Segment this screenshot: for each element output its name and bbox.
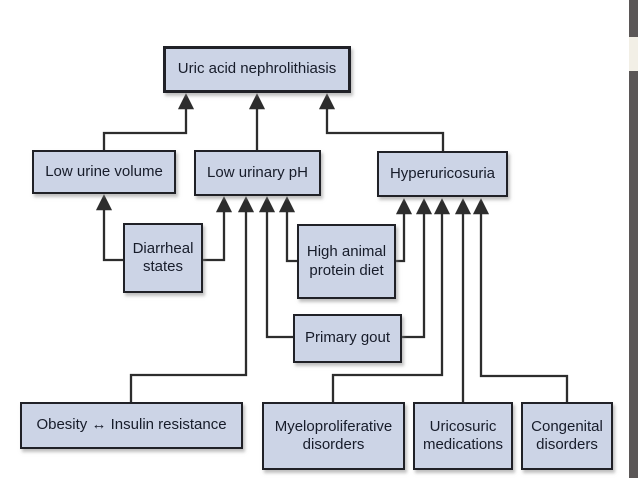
edge-diarrheal-to-low-urinary-ph bbox=[203, 196, 233, 262]
edge-primary-gout-to-hyperuricosuria bbox=[402, 198, 433, 339]
node-label: Congenital disorders bbox=[531, 417, 603, 453]
scrollbar-track[interactable] bbox=[629, 0, 638, 478]
node-low-urine-volume: Low urine volume bbox=[32, 150, 176, 194]
node-low-urinary-ph: Low urinary pH bbox=[194, 150, 321, 196]
scrollbar-thumb[interactable] bbox=[629, 37, 638, 71]
node-diarrheal-states: Diarrheal states bbox=[123, 223, 203, 293]
node-label: Hyperuricosuria bbox=[389, 164, 496, 182]
node-label: Primary gout bbox=[304, 329, 391, 347]
edge-congenital-to-hyperuricosuria bbox=[472, 198, 569, 402]
edge-high-animal-to-low-urinary-ph bbox=[278, 196, 297, 263]
node-primary-gout: Primary gout bbox=[293, 314, 402, 363]
node-uricosuric-medications: Uricosuric medications bbox=[413, 402, 513, 470]
node-label: Uricosuric medications bbox=[422, 417, 504, 453]
node-myeloproliferative-disorders: Myeloproliferative disorders bbox=[262, 402, 405, 470]
node-label: Low urine volume bbox=[45, 162, 163, 180]
node-label: Low urinary pH bbox=[207, 163, 308, 181]
node-uric-acid-nephrolithiasis: Uric acid nephrolithiasis bbox=[163, 46, 351, 93]
node-label: Uric acid nephrolithiasis bbox=[177, 60, 337, 78]
node-label: Obesity ↔ Insulin resistance bbox=[36, 416, 227, 434]
node-label: Diarrheal states bbox=[132, 239, 194, 275]
edge-low-urine-volume-to-uric bbox=[102, 93, 195, 150]
node-obesity-insulin-resistance: Obesity ↔ Insulin resistance bbox=[20, 402, 243, 449]
node-hyperuricosuria: Hyperuricosuria bbox=[377, 151, 508, 197]
edge-diarrheal-to-low-urine-volume bbox=[95, 194, 123, 262]
edge-high-animal-to-hyperuricosuria bbox=[395, 198, 413, 263]
node-congenital-disorders: Congenital disorders bbox=[521, 402, 613, 470]
node-label: Myeloproliferative disorders bbox=[274, 417, 393, 453]
edge-hyperuricosuria-to-uric bbox=[318, 93, 445, 151]
edge-primary-gout-to-low-urinary-ph bbox=[258, 196, 293, 339]
node-high-animal-protein-diet: High animal protein diet bbox=[297, 224, 396, 299]
node-label: High animal protein diet bbox=[306, 243, 387, 279]
